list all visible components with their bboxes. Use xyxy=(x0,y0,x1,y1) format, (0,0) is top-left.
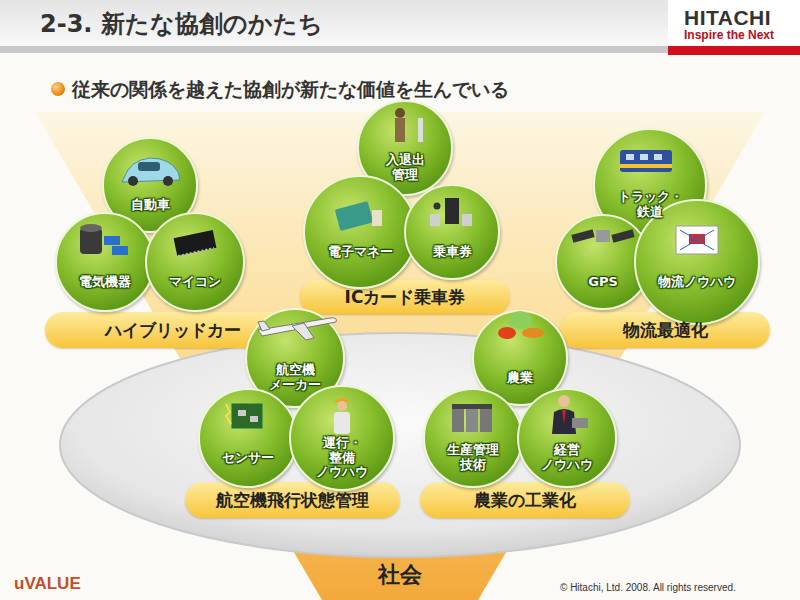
airplane-icon xyxy=(258,318,336,340)
entry-icon xyxy=(395,108,423,142)
society-label: 社会 xyxy=(378,560,422,590)
logo-tagline: Inspire the Next xyxy=(684,28,774,42)
group-band: ICカード乗車券 xyxy=(300,280,510,314)
manager-icon xyxy=(552,395,588,434)
train-icon xyxy=(620,150,672,172)
circle-label: GPS xyxy=(588,275,618,290)
card-icon xyxy=(335,201,382,231)
society-ellipse xyxy=(60,333,740,557)
vegetable-icon xyxy=(498,311,544,339)
circle-label: 運行・整備 ノウハウ xyxy=(316,436,368,481)
group-band: 物流最適化 xyxy=(560,312,770,348)
motor-icon xyxy=(80,224,128,255)
band-label: 航空機飛行状態管理 xyxy=(216,489,369,512)
circle-label: 入退出 管理 xyxy=(386,153,425,183)
bullet-dot xyxy=(51,82,65,96)
band-label: 農業の工業化 xyxy=(474,489,576,512)
logo-text: HITACHI xyxy=(684,6,771,30)
mechanic-icon xyxy=(334,398,350,434)
group-band: 農業の工業化 xyxy=(420,482,630,518)
brand-mark: uVALUE xyxy=(14,574,81,594)
partner-circle: 電気機器 xyxy=(55,212,155,312)
circle-label: 農業 xyxy=(507,371,533,386)
circle-label: 航空機 メーカー xyxy=(269,363,321,393)
band-label: 物流最適化 xyxy=(623,319,708,342)
partner-circle: 生産管理 技術 xyxy=(423,388,523,488)
circle-label: トラック・ 鉄道 xyxy=(618,190,683,220)
logo-red-bar xyxy=(668,46,800,55)
band-label: ICカード乗車券 xyxy=(345,286,466,309)
band-label: ハイブリッドカー xyxy=(105,319,241,342)
circle-label: 電子マネー xyxy=(328,245,393,260)
network-icon xyxy=(676,226,718,254)
partner-circle: マイコン xyxy=(145,212,245,312)
circle-label: 経営 ノウハウ xyxy=(541,443,593,473)
bullet-text: 従来の関係を越えた協創が新たな価値を生んでいる xyxy=(72,77,509,103)
gate-icon xyxy=(430,198,472,226)
copyright: © Hitachi, Ltd. 2008. All rights reserve… xyxy=(560,582,736,593)
circle-label: マイコン xyxy=(169,275,221,290)
circle-label: センサー xyxy=(222,451,274,466)
logo-panel xyxy=(668,0,800,46)
circle-label: 生産管理 技術 xyxy=(447,443,499,473)
satellite-icon xyxy=(571,229,634,242)
circle-label: 自動車 xyxy=(131,198,170,213)
factory-icon xyxy=(452,404,492,432)
sensor-icon xyxy=(226,404,262,428)
chip-icon xyxy=(174,230,217,256)
circle-label: 物流ノウハウ xyxy=(658,275,736,290)
group-band: 航空機飛行状態管理 xyxy=(185,482,400,518)
circle-label: 電気機器 xyxy=(79,275,131,290)
partner-circle: 電子マネー xyxy=(303,175,417,289)
partner-circle: センサー xyxy=(198,388,298,488)
title-rule xyxy=(0,46,668,53)
circle-label: 乗車券 xyxy=(433,245,472,260)
car-icon xyxy=(122,158,180,186)
